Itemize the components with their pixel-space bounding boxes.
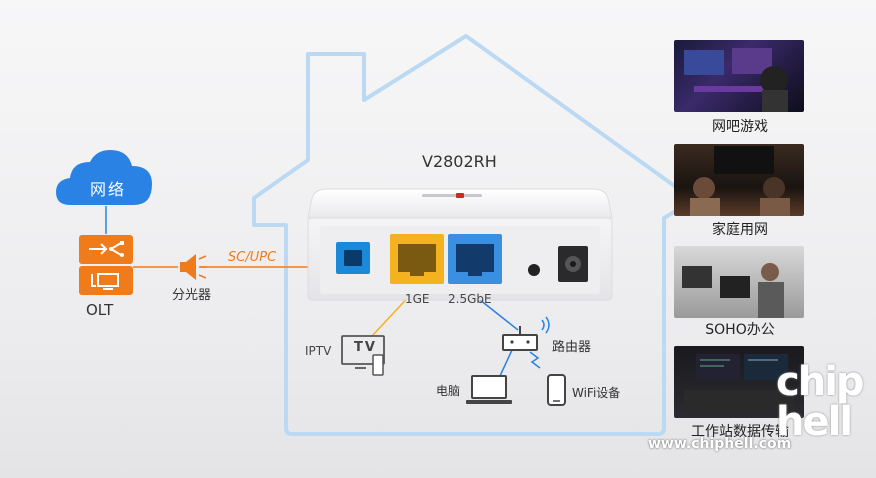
cloud-label: 网络 — [89, 180, 126, 199]
olt-label: OLT — [86, 301, 114, 319]
tv-screen-text: TV — [354, 340, 377, 355]
port-label-1ge: 1GE — [405, 292, 430, 306]
scenario-image-workstation — [674, 346, 804, 418]
scenario-label-home: 家庭用网 — [712, 222, 768, 238]
scenario-label-soho: SOHO办公 — [705, 322, 775, 338]
iptv-label: IPTV — [305, 344, 332, 358]
scenario-image-gaming — [674, 40, 804, 112]
port-label-25gbe: 2.5GbE — [448, 292, 492, 306]
router-icon — [502, 316, 550, 351]
computer-icon — [466, 375, 512, 404]
phone-icon — [547, 374, 566, 406]
wifi-device-label: WiFi设备 — [572, 386, 621, 400]
tv-icon — [341, 335, 385, 376]
wireless-zigzag — [529, 351, 541, 369]
router-label: 路由器 — [552, 340, 592, 355]
scenario-label-gaming: 网吧游戏 — [712, 119, 768, 135]
computer-label: 电脑 — [436, 384, 461, 398]
ont-device — [306, 188, 614, 302]
olt-switch-icon — [79, 235, 133, 264]
scenario-image-home — [674, 144, 804, 216]
watermark-logo: chip hell — [776, 359, 865, 445]
scenario-label-workstation: 工作站数据传输 — [691, 424, 789, 440]
watermark-url: www.chiphell.com — [648, 436, 792, 452]
model-title: V2802RH — [422, 152, 497, 171]
fiber-label: SC/UPC — [228, 250, 277, 265]
router-computer-line — [499, 349, 513, 377]
splitter-icon — [180, 254, 196, 280]
cloud-shape — [56, 150, 152, 205]
olt-screen-icon — [79, 266, 133, 295]
scenario-image-soho — [674, 246, 804, 318]
splitter-label: 分光器 — [172, 288, 212, 303]
house-outline — [252, 34, 696, 436]
